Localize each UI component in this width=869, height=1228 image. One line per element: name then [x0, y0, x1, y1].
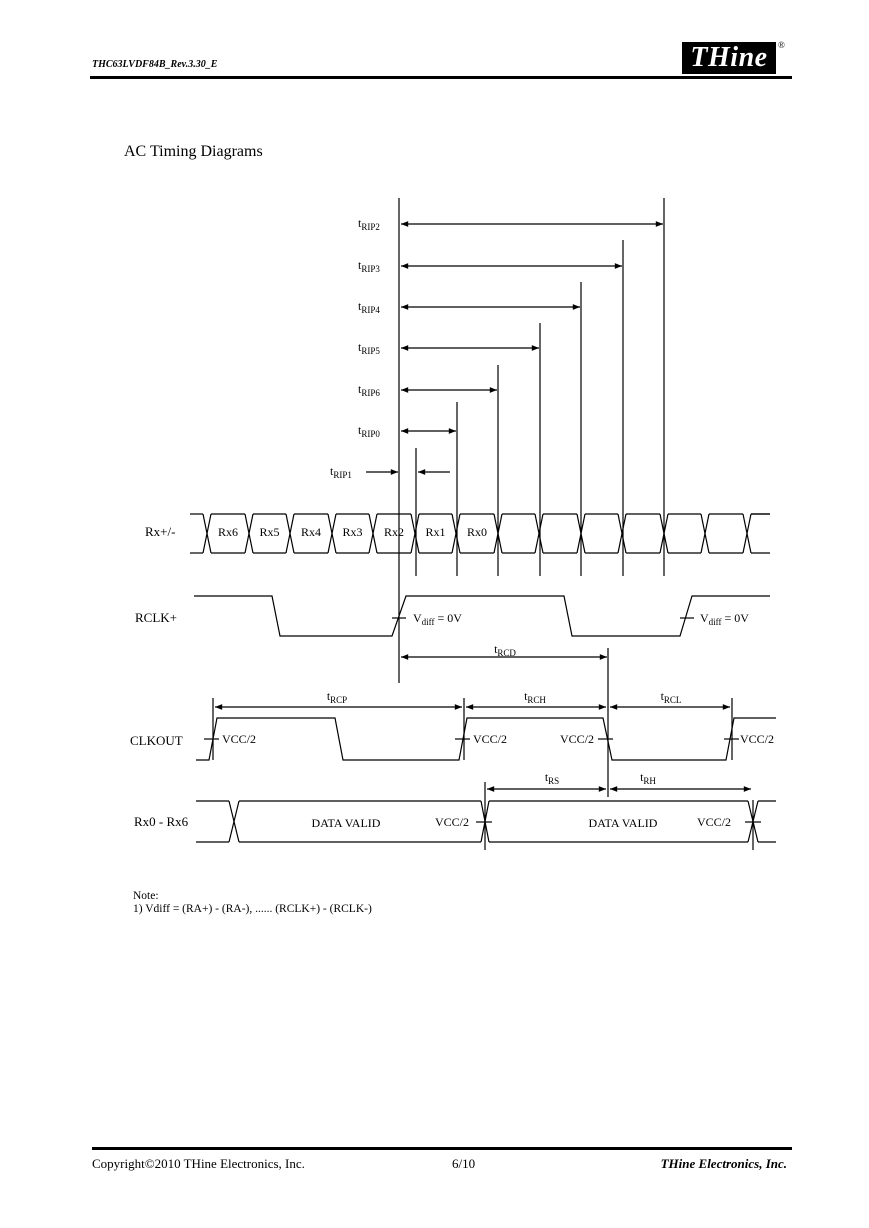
- timing-label-rip2: tRIP2: [358, 216, 380, 232]
- vcc-label: VCC/2: [560, 732, 594, 746]
- note-line: 1) Vdiff = (RA+) - (RA-), ...... (RCLK+)…: [133, 903, 372, 915]
- rx-bit-label: Rx3: [342, 525, 362, 539]
- rx-bit-label: Rx1: [425, 525, 445, 539]
- rx-crossing: [410, 513, 420, 554]
- timing-label-rip5: tRIP5: [358, 340, 380, 356]
- timing-label-rs: tRS: [545, 770, 559, 786]
- vdiff-label: Vdiff = 0V: [413, 611, 462, 627]
- signal-label-clkout: CLKOUT: [130, 733, 183, 748]
- timing-label-rh: tRH: [640, 770, 656, 786]
- vdiff-label: Vdiff = 0V: [700, 611, 749, 627]
- signal-label-data: Rx0 - Rx6: [134, 814, 189, 829]
- data-valid-label: DATA VALID: [589, 816, 658, 830]
- copyright: Copyright©2010 THine Electronics, Inc.: [92, 1156, 305, 1171]
- rx-crossing: [700, 513, 710, 554]
- rx-crossing: [534, 513, 544, 554]
- vcc-label: VCC/2: [435, 815, 469, 829]
- rx-bit-label: Rx6: [218, 525, 238, 539]
- timing-label-rcl: tRCL: [661, 689, 682, 705]
- timing-label-rip1: tRIP1: [330, 464, 352, 480]
- company-name: THine Electronics, Inc.: [660, 1156, 787, 1171]
- vcc-label: VCC/2: [697, 815, 731, 829]
- timing-label-rcd: tRCD: [494, 642, 516, 658]
- rx-crossing: [659, 513, 669, 554]
- timing-label-rcp: tRCP: [327, 689, 347, 705]
- rx-bit-label: Rx0: [467, 525, 487, 539]
- rx-crossing: [451, 513, 461, 554]
- footer-rule: [92, 1147, 792, 1150]
- registered-mark: ®: [778, 40, 785, 50]
- timing-label-rip4: tRIP4: [358, 299, 380, 315]
- header-rule: [90, 76, 792, 79]
- rx-crossing: [285, 513, 295, 554]
- signal-label-rclk: RCLK+: [135, 610, 177, 625]
- rx-crossing: [244, 513, 254, 554]
- timing-label-rip0: tRIP0: [358, 423, 380, 439]
- signal-label-rx: Rx+/-: [145, 524, 175, 539]
- rclk-waveform: [194, 595, 770, 637]
- timing-label-rch: tRCH: [524, 689, 546, 705]
- rx-bit-label: Rx5: [259, 525, 279, 539]
- vcc-label: VCC/2: [740, 732, 774, 746]
- rx-bit-label: Rx2: [384, 525, 404, 539]
- rx-crossing: [742, 513, 752, 554]
- data-valid-label: DATA VALID: [312, 816, 381, 830]
- rx-crossing: [327, 513, 337, 554]
- page-number: 6/10: [452, 1156, 476, 1171]
- rx-crossing: [493, 513, 503, 554]
- section-title: AC Timing Diagrams: [124, 143, 263, 160]
- note-title: Note:: [133, 890, 159, 902]
- timing-label-rip3: tRIP3: [358, 258, 380, 274]
- rx-crossing: [368, 513, 378, 554]
- thine-logo: THine: [682, 42, 776, 74]
- rx-bit-label: Rx4: [301, 525, 321, 539]
- rx-crossing: [202, 513, 212, 554]
- rx-crossing: [617, 513, 627, 554]
- vcc-label: VCC/2: [473, 732, 507, 746]
- data-crossing: [228, 800, 240, 843]
- note: Note: 1) Vdiff = (RA+) - (RA-), ...... (…: [133, 890, 372, 916]
- rx-crossing: [576, 513, 586, 554]
- vcc-label: VCC/2: [222, 732, 256, 746]
- document-id: THC63LVDF84B_Rev.3.30_E: [92, 59, 218, 70]
- timing-label-rip6: tRIP6: [358, 382, 380, 398]
